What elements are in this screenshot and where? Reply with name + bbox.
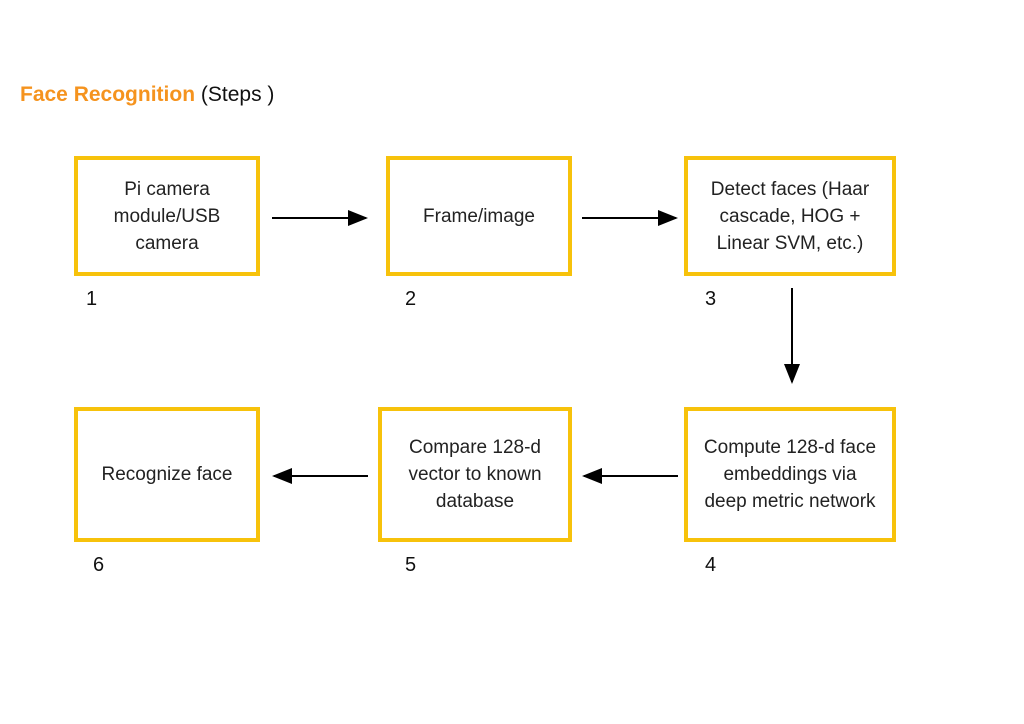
step-5-label: Compare 128-d vector to known database [408, 437, 542, 512]
step-4-box: Compute 128-d face embeddings via deep m… [684, 407, 896, 542]
step-2-box: Frame/image [386, 156, 572, 276]
step-2-number: 2 [405, 288, 417, 310]
title-suffix: (Steps ) [200, 83, 275, 106]
step-6-box: Recognize face [74, 407, 260, 542]
step-4-label: Compute 128-d face embeddings via deep m… [703, 437, 877, 512]
step-3-label: Detect faces (Haar cascade, HOG + Linear… [710, 178, 870, 254]
step-1-number: 1 [86, 288, 98, 310]
step-5-box: Compare 128-d vector to known database [378, 407, 572, 542]
title-main: Face Recognition [20, 83, 196, 106]
step-6-number: 6 [93, 554, 105, 576]
step-1-box: Pi camera module/USB camera [74, 156, 260, 276]
step-5-number: 5 [405, 554, 417, 576]
step-6-label: Recognize face [101, 464, 233, 485]
step-3-number: 3 [705, 288, 717, 310]
diagram-title: Face Recognition (Steps ) [20, 83, 274, 107]
step-4-number: 4 [705, 554, 717, 576]
step-2-label: Frame/image [423, 205, 535, 227]
step-1-label: Pi camera module/USB camera [113, 178, 221, 254]
step-3-box: Detect faces (Haar cascade, HOG + Linear… [684, 156, 896, 276]
